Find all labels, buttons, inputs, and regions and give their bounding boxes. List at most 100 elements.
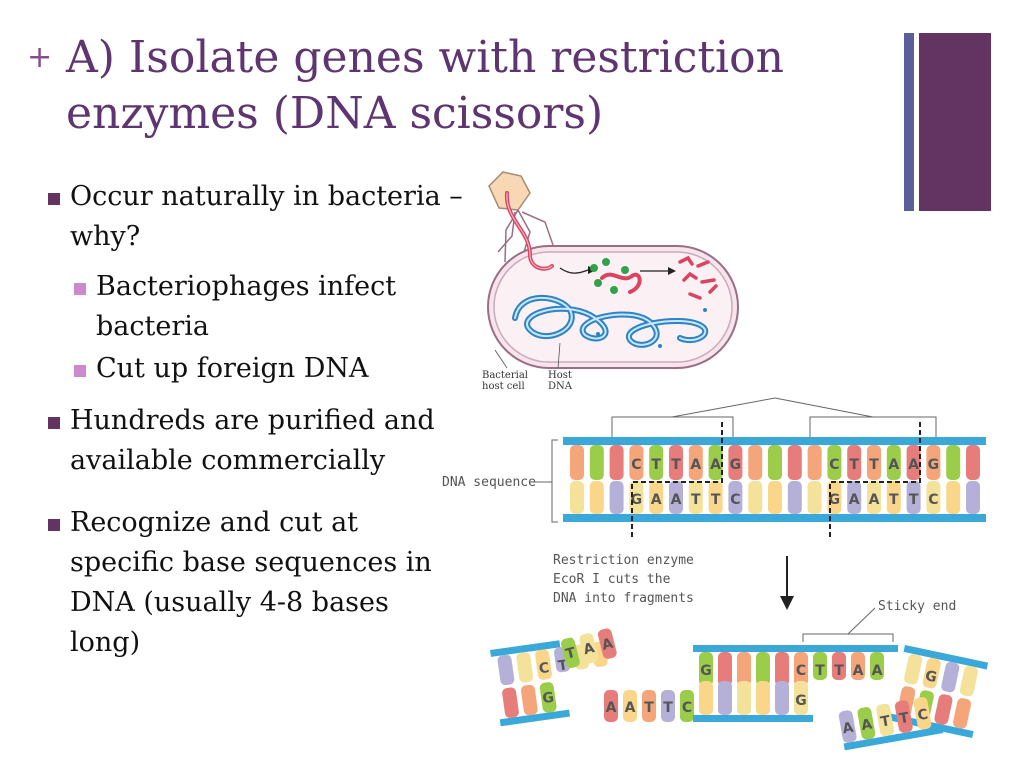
svg-text:C: C [916,707,929,725]
svg-text:A: A [625,700,636,716]
base-pair-bottom [787,481,802,514]
dna-sequence-label: DNA sequence [442,475,536,490]
base-letter-bottom: G [829,492,841,508]
svg-text:T: T [663,700,673,716]
base-letter-top: A [690,457,701,473]
base-letter-top: T [671,457,681,473]
base-letter-top: T [651,457,661,473]
base-pair-top [649,445,664,480]
base-pair-bottom [867,481,881,514]
base-letter-top: C [829,457,839,473]
base-pair-top [629,445,644,480]
base-pair-top [906,445,921,480]
fragment-base-letter: G [795,693,807,709]
base-pair-bottom [669,481,683,514]
fragment-base-letter: G [541,690,555,707]
svg-text:A: A [606,700,617,716]
base-pair-top [688,445,703,480]
top-backbone [563,437,986,445]
bacterium-illustration [487,171,739,369]
base-letter-top: G [730,457,742,473]
bullet-occur-naturally: Occur naturally in bacteria – why? [46,177,466,257]
base-pair-bottom [609,481,624,514]
base-letter-bottom: T [691,492,701,508]
base-letter-top: T [849,457,859,473]
fragment-base-letter: G [924,668,939,686]
base-pair-top [787,445,802,480]
sticky-end-label: Sticky end [878,599,956,614]
base-pair-bottom [807,481,822,514]
svg-text:A: A [600,636,615,654]
bottom-backbone [563,514,986,522]
base-pair-top [886,445,901,480]
base-pair-bottom [906,481,921,514]
fragment-base-letter: C [538,660,550,677]
base-pair-bottom [926,481,941,514]
bullet-hundreds-purified: Hundreds are purified and available comm… [46,401,466,481]
svg-text:T: T [644,700,654,716]
svg-text:C: C [682,700,692,716]
base-pair-top [748,445,763,480]
svg-text:T: T [898,710,911,727]
base-pair-top [966,445,980,480]
base-letter-top: G [928,457,940,473]
svg-text:A: A [582,640,597,658]
svg-text:T: T [564,645,578,663]
base-pair-bottom [768,481,782,514]
base-letter-bottom: C [730,492,740,508]
base-pair-top [589,445,604,480]
base-pair-bottom [748,481,763,514]
base-pair-bottom [966,481,980,514]
base-letter-top: A [908,457,919,473]
decor-bar-thick [919,33,991,211]
base-letter-top: A [710,457,721,473]
base-letter-bottom: T [889,492,899,508]
base-pair-bottom [728,481,743,514]
base-letter-bottom: T [711,492,721,508]
base-pair-bottom [570,481,584,514]
base-letter-bottom: A [671,492,682,508]
base-pair-top [768,445,782,480]
svg-text:A: A [860,716,874,734]
base-pair-bottom [886,481,901,514]
base-pair-bottom [946,481,961,514]
base-pair-bottom [708,481,723,514]
plus-icon: + [27,40,53,75]
base-pair-top [807,445,822,480]
down-arrow-icon [780,596,794,610]
base-pair-top [728,445,743,480]
base-letter-bottom: A [651,492,662,508]
base-letter-bottom: G [631,492,643,508]
base-pair-bottom [827,481,842,514]
fragment-base-letter: T [834,663,844,679]
base-pair-bottom [649,481,664,514]
fragment-base-letter: C [796,663,806,679]
sub-bullet-bacteriophages: Bacteriophages infect bacteria [72,267,466,347]
fragment-base-letter: A [872,663,883,679]
base-pair-top [867,445,881,480]
base-pair-top [669,445,683,480]
base-pair-bottom [589,481,604,514]
fragment-base-letter: G [700,663,712,679]
base-letter-top: T [869,457,879,473]
base-pair-top [609,445,624,480]
base-letter-bottom: T [909,492,919,508]
slide-title: A) Isolate genes with restriction enzyme… [66,32,784,139]
bullet-list: Occur naturally in bacteria – why? Bacte… [46,177,466,673]
base-letter-top: A [888,457,899,473]
base-letter-bottom: C [928,492,938,508]
decor-bar-thin [904,33,914,211]
svg-text:A: A [841,720,855,738]
base-pair-top [926,445,941,480]
base-pair-top [570,445,584,480]
base-pair-bottom [688,481,703,514]
bullet-recognize-cut: Recognize and cut at specific base seque… [46,503,466,663]
base-pair-top [708,445,723,480]
base-pair-top [946,445,961,480]
